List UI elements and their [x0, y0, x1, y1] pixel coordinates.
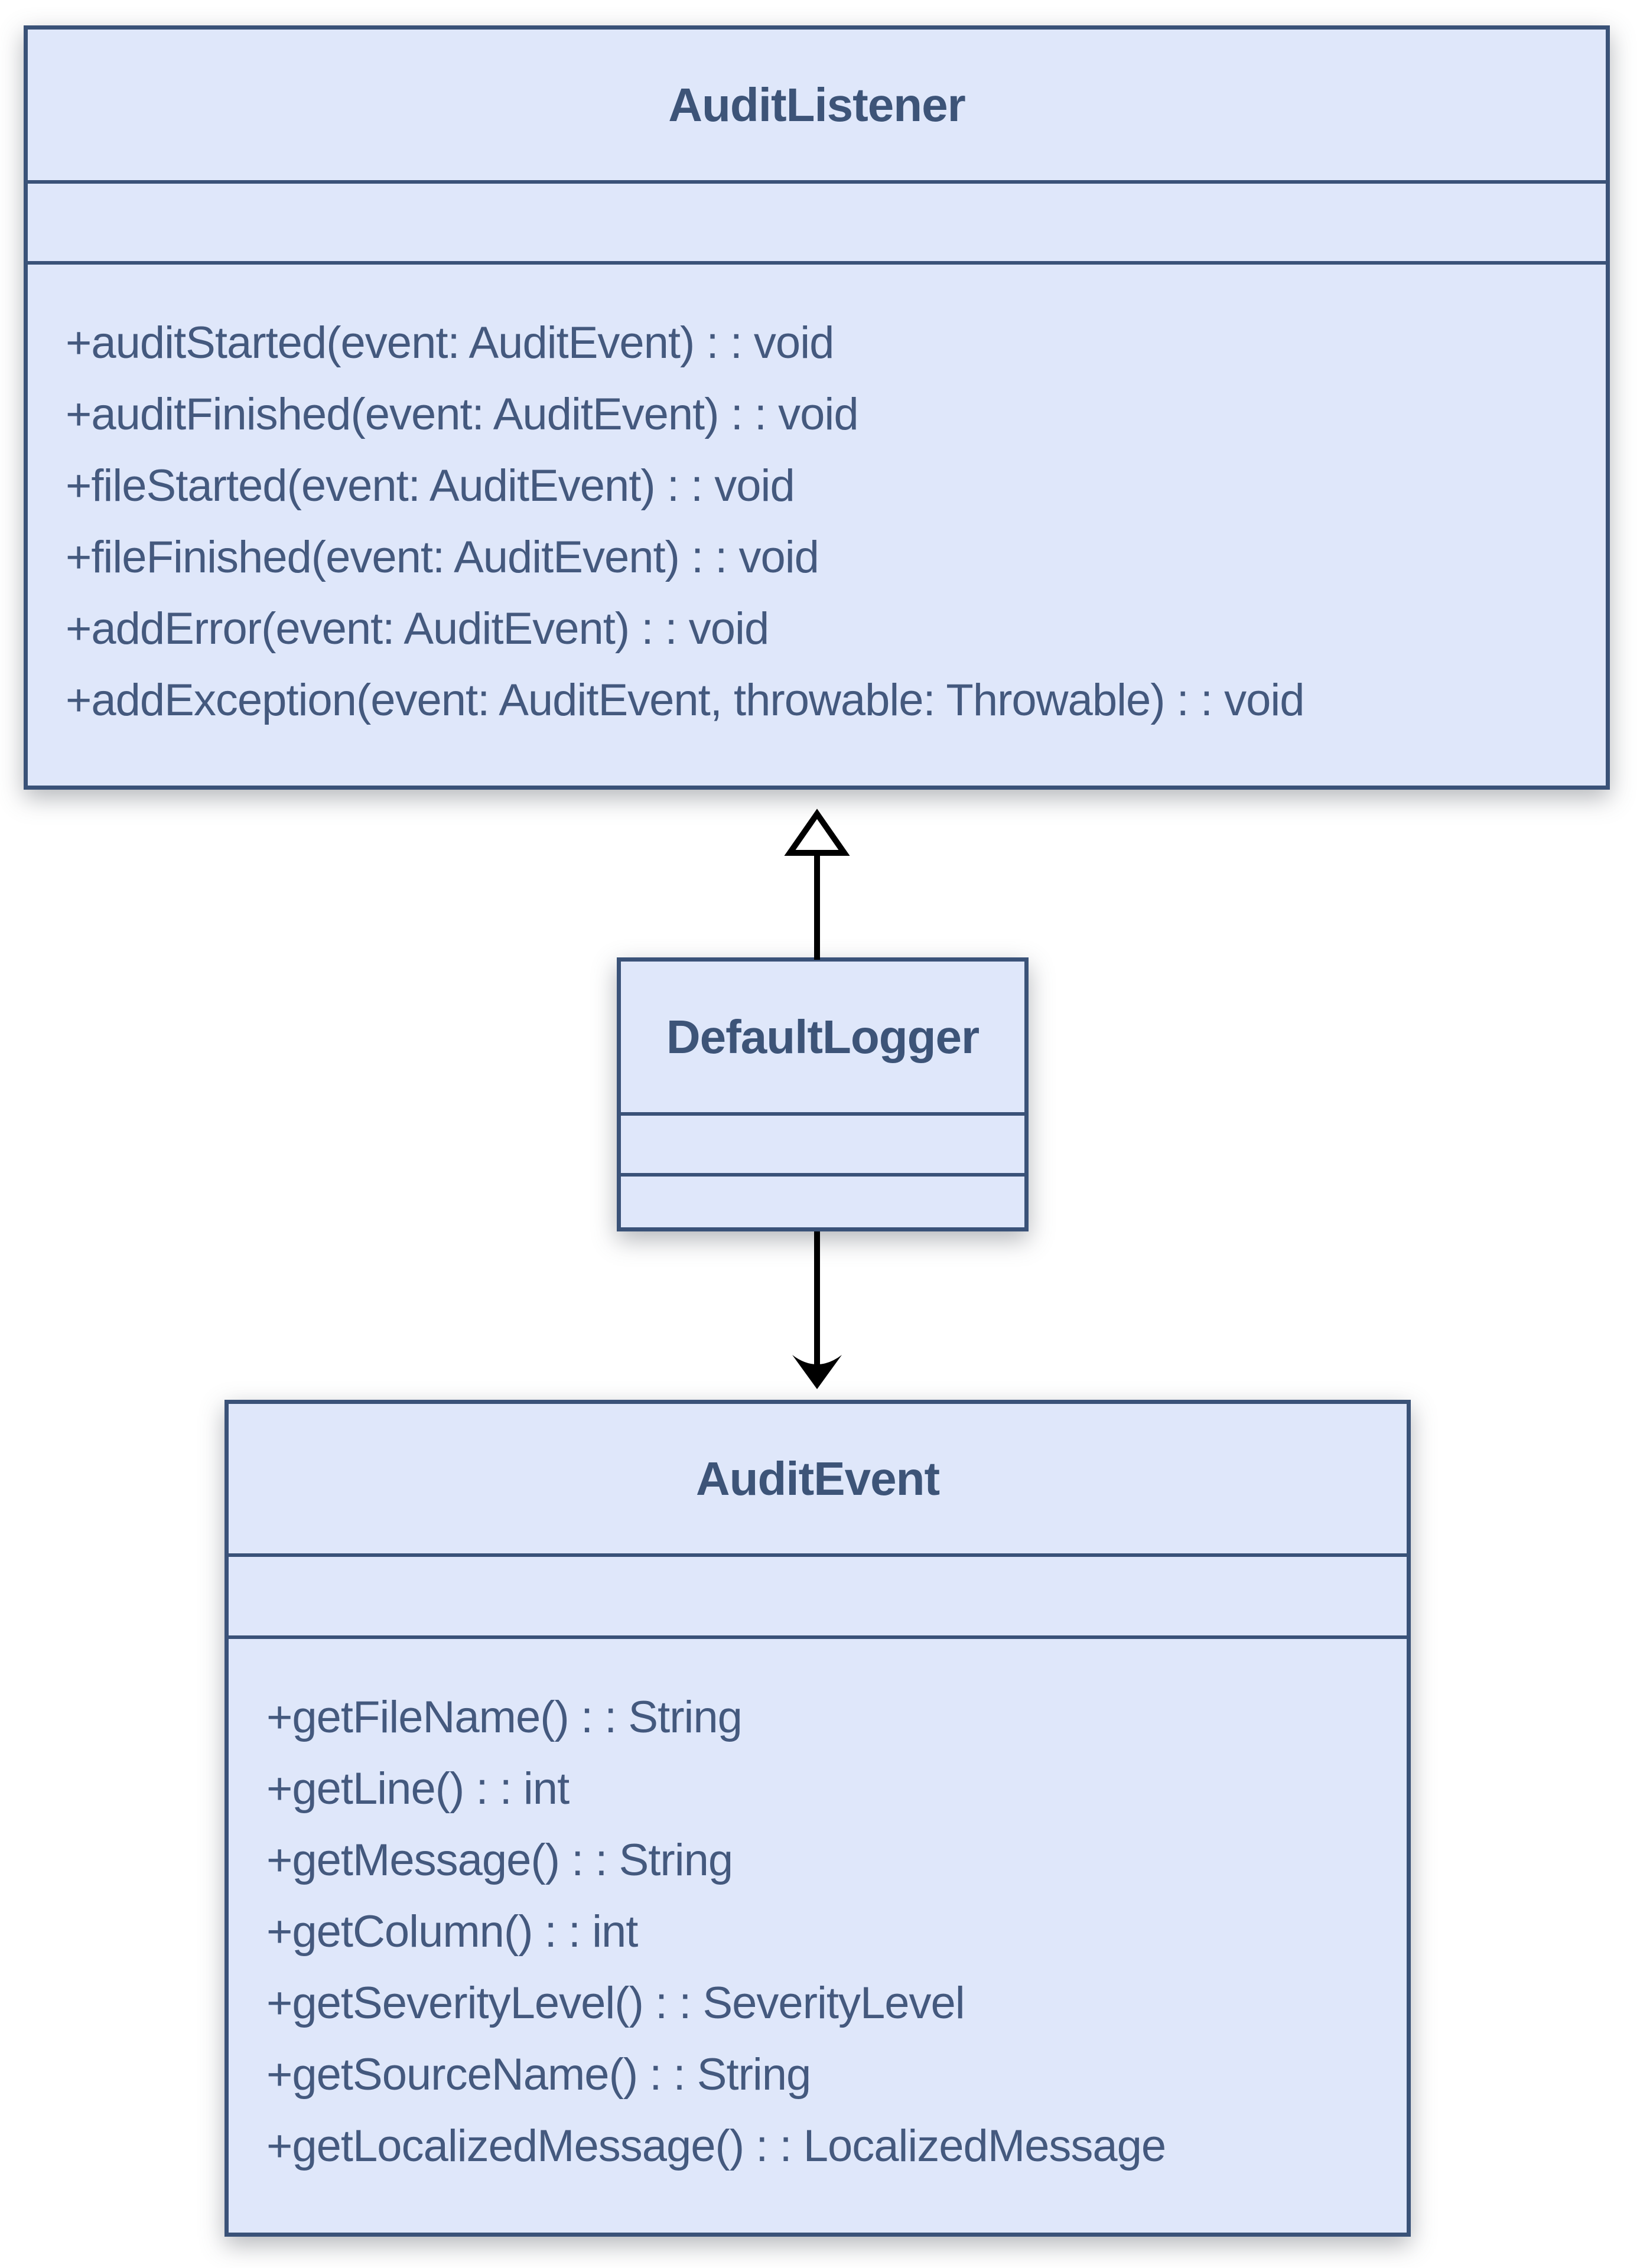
class-box-defaultlogger: DefaultLogger	[617, 957, 1029, 1231]
method-item: +auditStarted(event: AuditEvent) : : voi…	[66, 318, 834, 368]
method-item: +getSourceName() : : String	[266, 2049, 811, 2100]
method-item: +getLine() : : int	[266, 1764, 570, 1814]
class-title-auditevent: AuditEvent	[695, 1452, 940, 1505]
methods-compartment-defaultlogger	[621, 1173, 1024, 1227]
class-box-auditlistener: AuditListener +auditStarted(event: Audit…	[24, 25, 1610, 790]
attributes-compartment-defaultlogger	[621, 1112, 1024, 1173]
class-title-auditlistener: AuditListener	[668, 78, 966, 131]
method-item: +addError(event: AuditEvent) : : void	[66, 604, 769, 654]
filled-arrowhead-icon	[792, 1355, 842, 1389]
method-item: +fileStarted(event: AuditEvent) : : void	[66, 461, 795, 511]
class-title-defaultlogger: DefaultLogger	[666, 1010, 980, 1063]
methods-compartment-auditevent: +getFileName() : : String +getLine() : : …	[229, 1635, 1407, 2233]
method-item: +getMessage() : : String	[266, 1835, 733, 1885]
method-item: +getSeverityLevel() : : SeverityLevel	[266, 1978, 965, 2028]
hollow-triangle-arrowhead-icon	[784, 809, 850, 856]
method-item: +auditFinished(event: AuditEvent) : : vo…	[66, 389, 859, 439]
method-item: +getFileName() : : String	[266, 1692, 743, 1742]
attributes-compartment-auditlistener	[28, 180, 1606, 261]
class-box-auditevent: AuditEvent +getFileName() : : String+get…	[224, 1400, 1411, 2237]
attributes-compartment-auditevent	[229, 1553, 1407, 1635]
method-item: +addException(event: AuditEvent, throwab…	[66, 675, 1305, 725]
realization-arrow	[784, 809, 850, 960]
method-item: +getColumn() : : int	[266, 1907, 638, 1957]
method-item: +fileFinished(event: AuditEvent) : : voi…	[66, 532, 819, 582]
method-item: +getLocalizedMessage() : : LocalizedMess…	[266, 2121, 1166, 2171]
association-arrow	[792, 1231, 842, 1389]
methods-compartment-auditlistener: +auditStarted(event: AuditEvent) : : voi…	[28, 261, 1606, 786]
